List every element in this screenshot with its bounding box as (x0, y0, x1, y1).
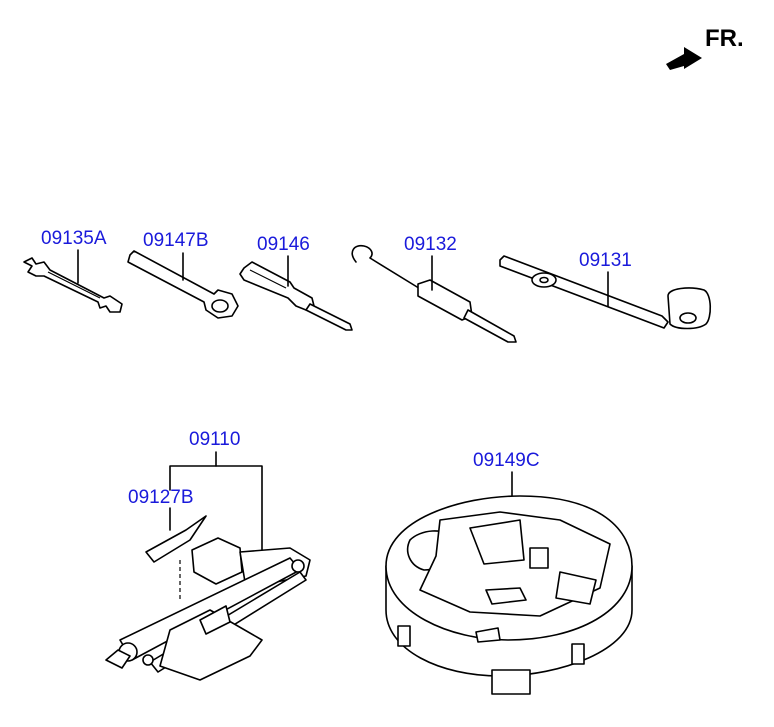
part-label-09110[interactable]: 09110 (189, 429, 241, 450)
screwdriver-drawing[interactable] (239, 255, 353, 331)
part-label-09131[interactable]: 09131 (579, 250, 632, 271)
jack-handle-drawing[interactable] (499, 255, 712, 330)
part-label-09147b[interactable]: 09147B (143, 230, 209, 251)
jack-label-drawing[interactable] (145, 507, 207, 600)
part-label-09146[interactable]: 09146 (257, 234, 310, 255)
wheel-bolt-wrench-drawing[interactable] (127, 250, 239, 319)
part-label-09135a[interactable]: 09135A (41, 228, 107, 249)
front-direction-arrow-icon (666, 47, 702, 70)
wrench-drawing[interactable] (23, 249, 123, 313)
tool-tray-drawing[interactable] (385, 471, 633, 695)
part-label-09132[interactable]: 09132 (404, 234, 457, 255)
hook-rod-drawing[interactable] (351, 244, 517, 343)
part-label-09149c[interactable]: 09149C (473, 450, 540, 471)
jack-drawing[interactable] (105, 537, 311, 681)
part-label-09127b[interactable]: 09127B (128, 487, 194, 508)
jack-callout-bracket (169, 451, 263, 551)
front-direction-label: FR. (705, 25, 744, 52)
